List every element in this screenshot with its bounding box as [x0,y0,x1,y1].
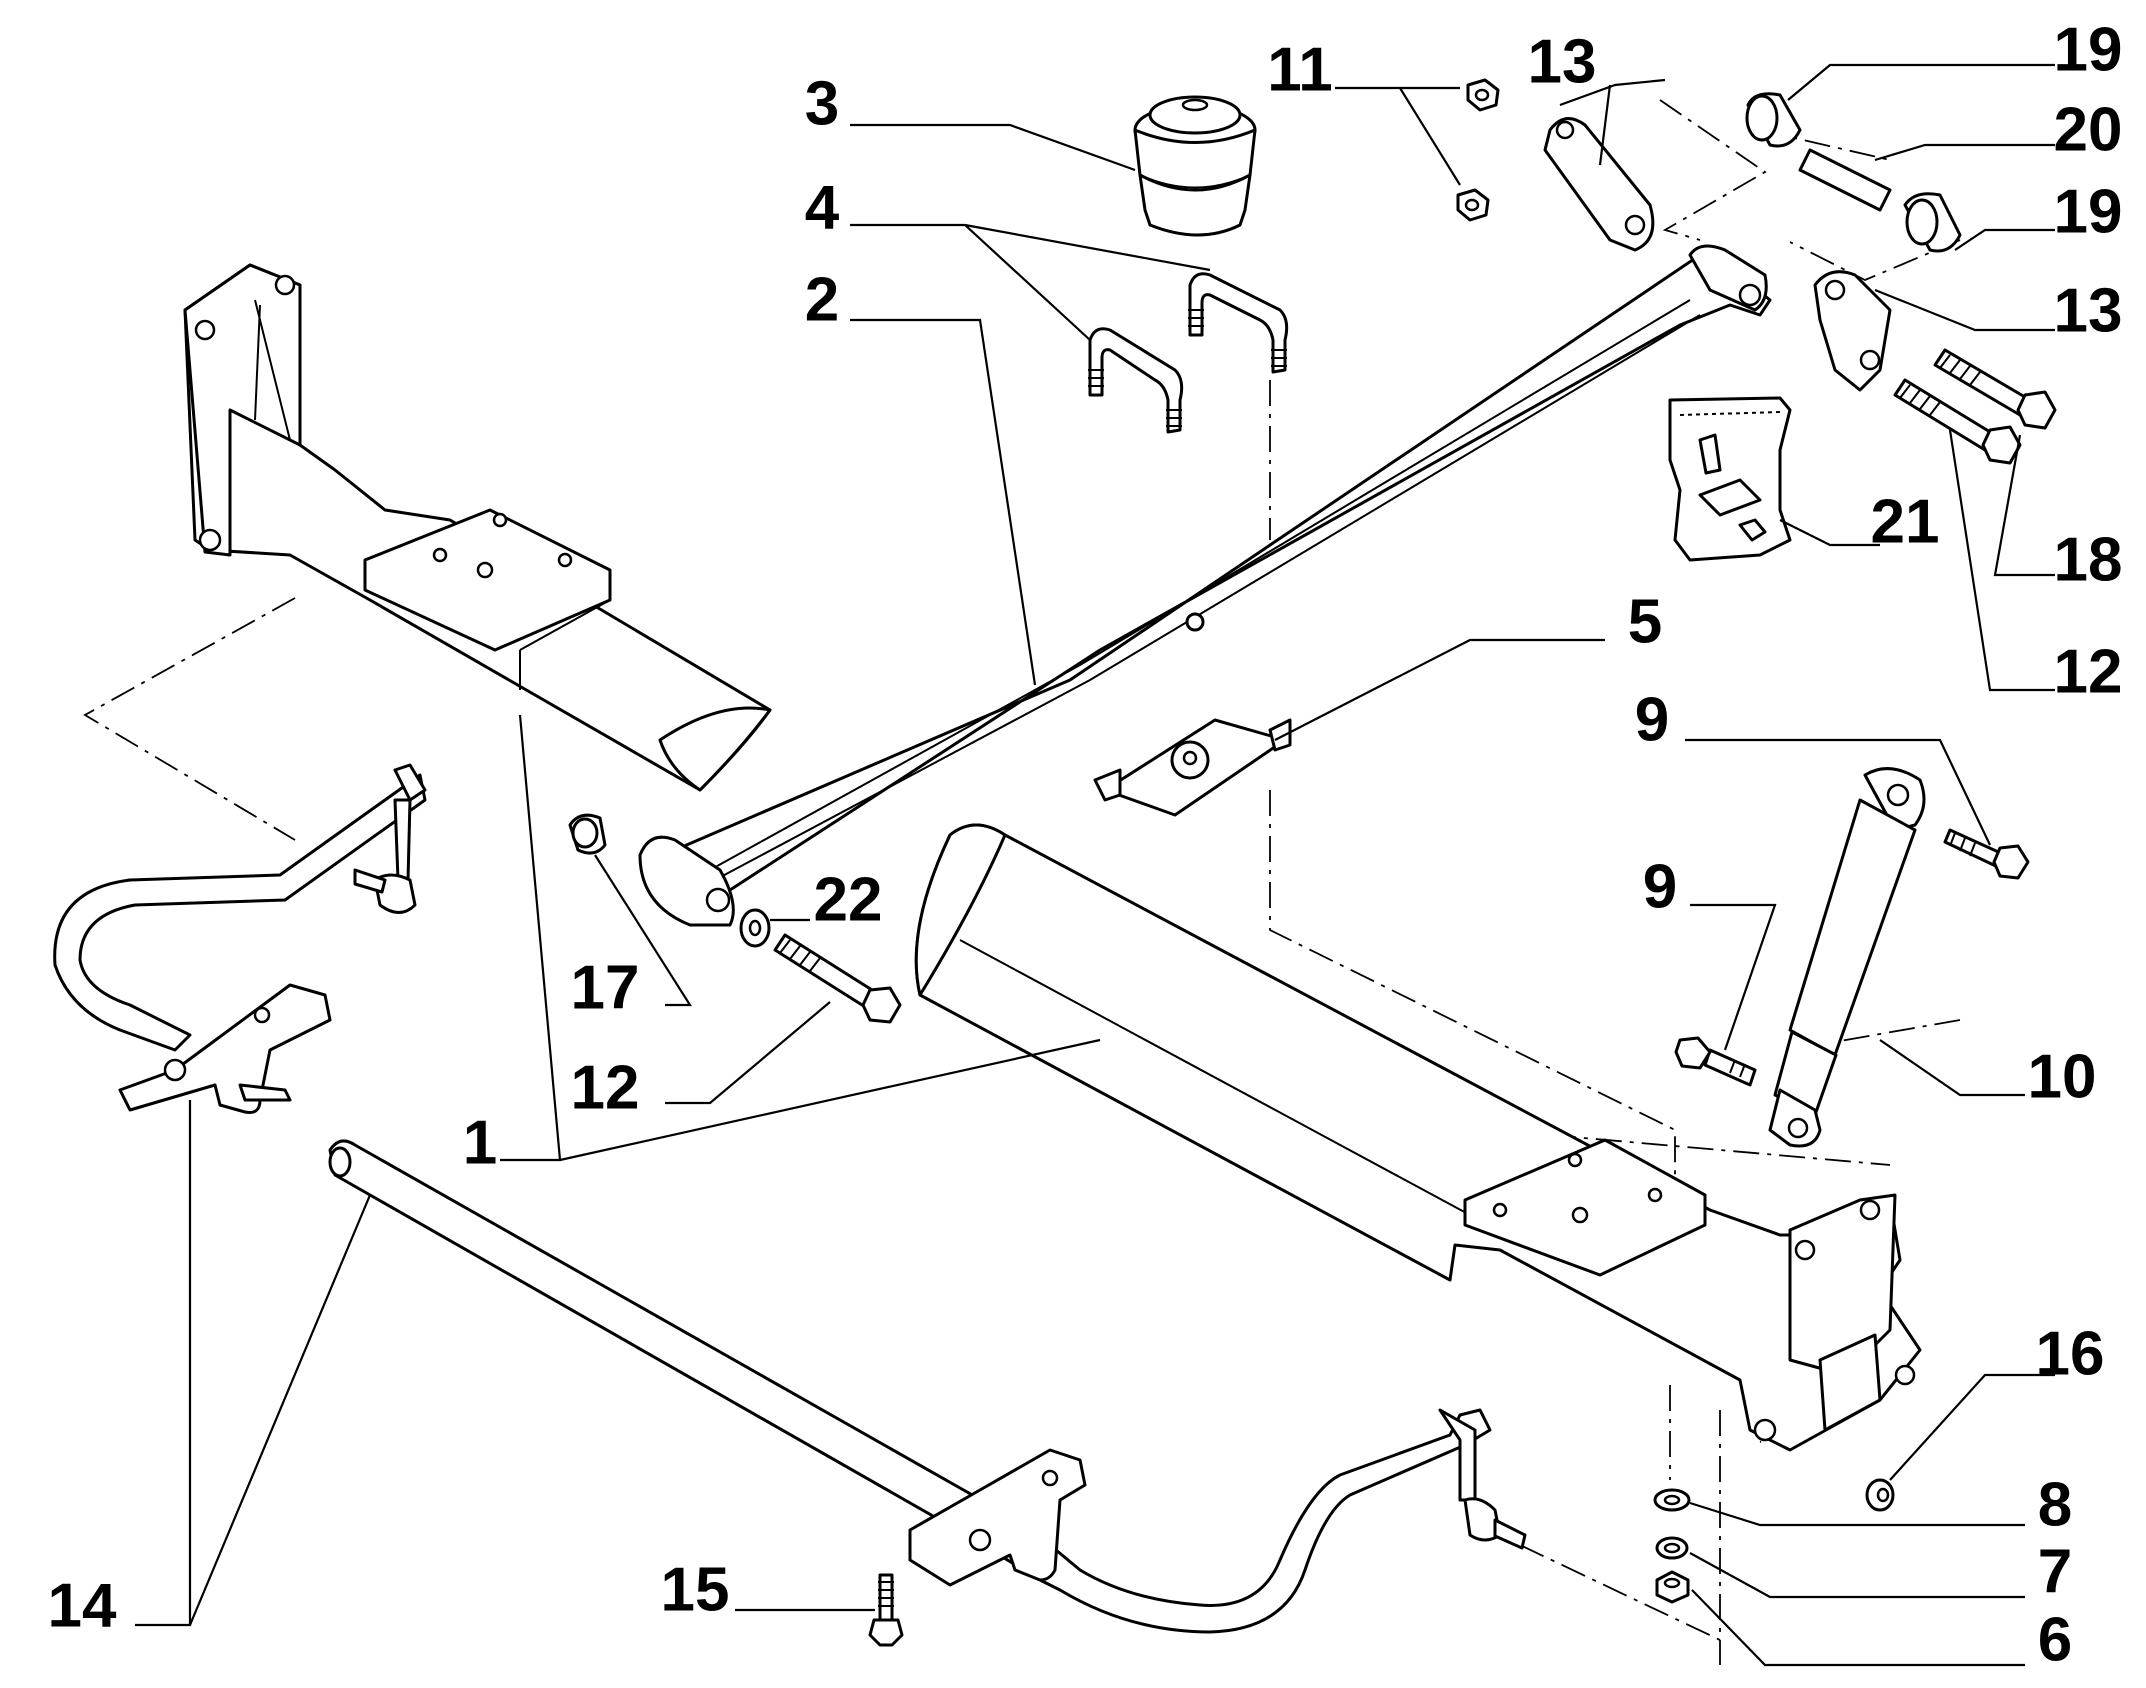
leader-lines [135,63,2055,1667]
shackle-plates [1543,117,1892,392]
callout-c1: 1 [463,1109,497,1178]
stabilizer-bar-right [328,1139,1527,1634]
callout-c15: 15 [661,1556,730,1625]
spring-plate [1093,718,1292,817]
callout-c14: 14 [48,1572,117,1641]
callout-c6: 6 [2038,1606,2072,1675]
leaf-spring [638,244,1772,927]
left-frame-beam [183,263,772,792]
callout-c4: 4 [805,174,840,243]
shock-absorber [1768,767,1926,1148]
callout-c19a: 19 [2054,16,2123,85]
callout-c9b: 9 [1643,853,1677,922]
shackle-bushings [1745,92,1962,253]
right-frame-beam [914,823,1922,1452]
callout-c18: 18 [2054,526,2123,595]
callout-c5: 5 [1628,588,1662,657]
repair-kit [1668,396,1792,562]
callout-c16: 16 [2036,1320,2105,1389]
callout-c12a: 12 [571,1054,640,1123]
callout-c13a: 13 [1528,28,1597,97]
callout-c21: 21 [1871,488,1940,557]
bolts-12-18 [1893,348,2057,465]
callout-c11: 11 [1267,36,1333,105]
callout-c20: 20 [2054,96,2123,165]
callout-c9a: 9 [1635,686,1669,755]
callout-c12b: 12 [2054,638,2123,707]
nuts-11 [1456,78,1500,222]
callout-c10: 10 [2028,1043,2097,1112]
callout-c2: 2 [805,266,839,335]
bolts-9 [1674,828,2030,1087]
bump-stop [1133,95,1257,237]
bolt-15 [868,1573,904,1647]
callout-c17: 17 [571,954,640,1023]
callout-c7: 7 [2038,1538,2072,1607]
stabilizer-bar-left [53,763,427,1114]
callout-c8: 8 [2038,1471,2072,1540]
lower-hardware [1653,1478,1895,1604]
front-eye-hardware [568,813,902,1024]
callout-c19b: 19 [2054,178,2123,247]
callout-c22: 22 [814,866,883,935]
callout-c3: 3 [805,70,839,139]
callout-c13b: 13 [2054,277,2123,346]
u-bolts [1088,272,1289,434]
